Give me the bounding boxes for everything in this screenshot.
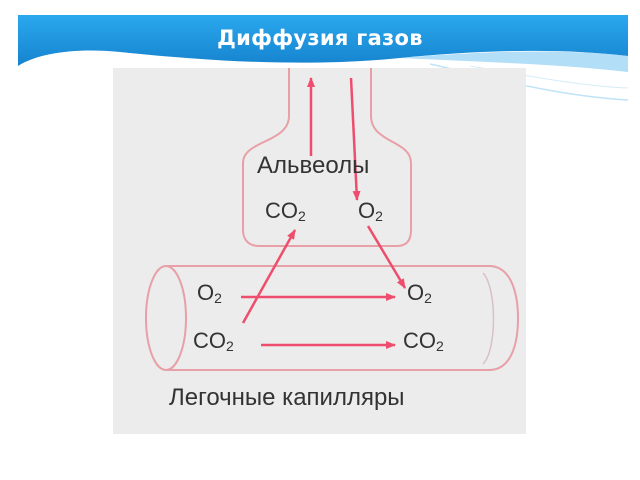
alveolus-outline	[242, 68, 412, 247]
arrow-co2-to-alveoli	[241, 229, 297, 324]
slide-title: Диффузия газов	[217, 26, 423, 50]
alveoli-label: Альвеолы	[257, 152, 370, 179]
capillaries-label: Легочные капилляры	[169, 384, 405, 411]
capillary-co2-right: CO2	[403, 328, 444, 354]
capillary-tube	[145, 265, 520, 371]
alveoli-o2: O2	[358, 198, 383, 224]
capillary-o2-right: O2	[407, 280, 432, 306]
arrow-down-right	[349, 77, 361, 201]
capillary-o2-left: O2	[197, 280, 222, 306]
gas-diffusion-diagram: Альвеолы CO2 O2 O2 CO2 O2 CO2 Легочные к…	[113, 68, 526, 434]
alveoli-co2: CO2	[265, 198, 306, 224]
capillary-co2-left: CO2	[193, 328, 234, 354]
arrow-o2-to-blood	[366, 225, 407, 289]
